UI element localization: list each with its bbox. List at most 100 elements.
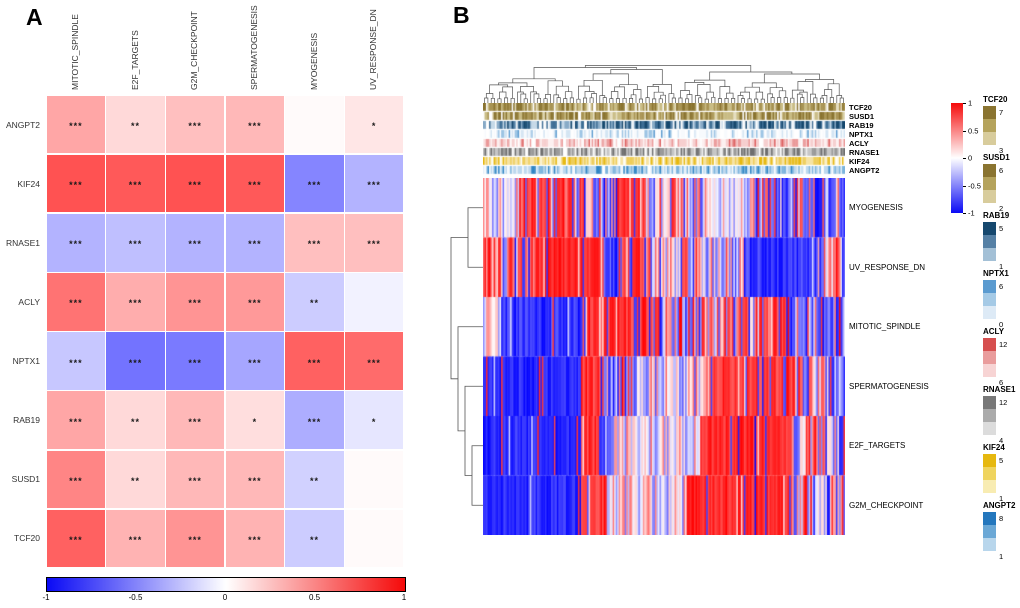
significance-stars: *** xyxy=(69,239,83,250)
panel-a-row-label-ANGPT2: ANGPT2 xyxy=(5,119,40,130)
corr-cell-NPTX1-UV_RESPONSE_DN: *** xyxy=(345,332,404,390)
significance-stars: *** xyxy=(248,239,262,250)
legend-block-ACLY-1 xyxy=(983,351,996,364)
corr-cell-ANGPT2-E2F_TARGETS: ** xyxy=(106,95,165,154)
legend-min-label-RNASE1: 4 xyxy=(999,436,1004,445)
significance-stars: * xyxy=(371,121,377,132)
legend-max-label-NPTX1: 6 xyxy=(999,282,1004,291)
corr-cell-TCF20-E2F_TARGETS: *** xyxy=(106,509,165,568)
legend-block-KIF24-1 xyxy=(983,467,996,480)
main-colorbar-tick--1: -1 xyxy=(968,208,975,218)
legend-block-RNASE1-0 xyxy=(983,396,996,409)
annotation-track-label-ACLY: ACLY xyxy=(849,139,869,148)
corr-cell-RNASE1-MITOTIC_SPINDLE: *** xyxy=(46,214,105,272)
legend-title-ACLY: ACLY xyxy=(983,327,1005,336)
panel-b-main-colorbar xyxy=(951,103,963,213)
expression-heatmap-canvas xyxy=(483,178,845,535)
legend-block-NPTX1-1 xyxy=(983,293,996,306)
corr-cell-NPTX1-G2M_CHECKPOINT: *** xyxy=(166,332,225,390)
panel-a-row-label-KIF24: KIF24 xyxy=(17,178,40,189)
main-colorbar-tickmark--0.5 xyxy=(963,185,966,187)
panel-a-row-label-ACLY: ACLY xyxy=(18,296,40,307)
significance-stars: *** xyxy=(69,357,83,368)
significance-stars: *** xyxy=(188,357,202,368)
significance-stars: *** xyxy=(188,534,202,545)
panel-a-col-label-MYOGENESIS: MYOGENESIS xyxy=(308,32,319,90)
significance-stars: ** xyxy=(130,475,140,486)
significance-stars: ** xyxy=(309,475,319,486)
legend-block-RAB19-0 xyxy=(983,222,996,235)
legend-title-RNASE1: RNASE1 xyxy=(983,385,1016,394)
significance-stars: *** xyxy=(188,475,202,486)
main-colorbar-tick-0: 0 xyxy=(968,153,973,163)
significance-stars: *** xyxy=(248,475,262,486)
significance-stars: *** xyxy=(188,180,202,191)
legend-block-RAB19-1 xyxy=(983,235,996,248)
main-colorbar-tickmark-1 xyxy=(963,103,966,104)
corr-cell-RNASE1-G2M_CHECKPOINT: *** xyxy=(166,214,225,272)
panel-a-colorbar-tick-1: 1 xyxy=(401,593,407,602)
row-dendrogram xyxy=(450,207,483,506)
significance-stars: *** xyxy=(128,357,143,368)
annotation-track-label-NPTX1: NPTX1 xyxy=(849,130,874,139)
heatmap-row-label-E2F_TARGETS: E2F_TARGETS xyxy=(849,441,906,451)
significance-stars: *** xyxy=(248,298,262,309)
corr-cell-SUSD1-E2F_TARGETS: ** xyxy=(106,450,165,509)
corr-cell-RNASE1-UV_RESPONSE_DN: *** xyxy=(345,214,404,272)
corr-cell-NPTX1-MYOGENESIS: *** xyxy=(285,332,344,390)
corr-cell-KIF24-E2F_TARGETS: *** xyxy=(106,154,165,213)
legend-block-ANGPT2-1 xyxy=(983,525,996,538)
significance-stars: ** xyxy=(309,298,319,309)
corr-cell-SUSD1-MYOGENESIS: ** xyxy=(285,450,344,509)
corr-cell-RAB19-G2M_CHECKPOINT: *** xyxy=(166,391,225,449)
legend-block-NPTX1-0 xyxy=(983,280,996,293)
legend-min-label-NPTX1: 0 xyxy=(999,320,1004,329)
significance-stars: *** xyxy=(69,416,83,427)
corr-cell-ACLY-MYOGENESIS: ** xyxy=(285,273,344,331)
corr-cell-RNASE1-MYOGENESIS: *** xyxy=(285,214,344,272)
panel-a-col-label-E2F_TARGETS: E2F_TARGETS xyxy=(129,30,140,90)
corr-cell-NPTX1-E2F_TARGETS: *** xyxy=(106,332,165,390)
significance-stars: *** xyxy=(248,121,262,132)
significance-stars: *** xyxy=(69,534,83,545)
legend-min-label-TCF20: 3 xyxy=(999,146,1004,155)
legend-block-ANGPT2-0 xyxy=(983,512,996,525)
corr-cell-TCF20-MITOTIC_SPINDLE: *** xyxy=(46,509,105,568)
main-colorbar-tick--0.5: -0.5 xyxy=(968,181,981,190)
panel-a-label: A xyxy=(26,4,43,30)
corr-cell-SUSD1-G2M_CHECKPOINT: *** xyxy=(166,450,225,509)
significance-stars: *** xyxy=(307,180,322,191)
significance-stars: *** xyxy=(69,180,83,191)
corr-cell-ANGPT2-G2M_CHECKPOINT: *** xyxy=(166,95,225,154)
legend-block-SUSD1-1 xyxy=(983,177,996,190)
panel-a-row-label-RAB19: RAB19 xyxy=(13,415,40,426)
main-colorbar-tick-0.5: 0.5 xyxy=(968,126,979,135)
corr-cell-KIF24-MITOTIC_SPINDLE: *** xyxy=(46,154,105,213)
corr-cell-ANGPT2-SPERMATOGENESIS: *** xyxy=(225,95,284,154)
heatmap-row-label-G2M_CHECKPOINT: G2M_CHECKPOINT xyxy=(849,500,924,510)
corr-cell-ACLY-E2F_TARGETS: *** xyxy=(106,273,165,331)
significance-stars: ** xyxy=(309,534,319,545)
annotation-track-label-RAB19: RAB19 xyxy=(849,121,874,130)
corr-cell-SUSD1-UV_RESPONSE_DN xyxy=(345,450,404,509)
corr-cell-TCF20-MYOGENESIS: ** xyxy=(285,509,344,568)
corr-cell-RAB19-SPERMATOGENESIS: * xyxy=(225,391,284,449)
main-colorbar-tick-1: 1 xyxy=(968,98,973,108)
corr-cell-ACLY-SPERMATOGENESIS: *** xyxy=(225,273,284,331)
panel-a-row-label-SUSD1: SUSD1 xyxy=(11,474,40,485)
panel-a-colorbar-tick--0.5: -0.5 xyxy=(128,593,143,602)
main-colorbar-tickmark--1 xyxy=(963,213,966,214)
legend-block-TCF20-2 xyxy=(983,132,996,145)
corr-cell-RAB19-UV_RESPONSE_DN: * xyxy=(345,391,404,449)
legend-block-ACLY-0 xyxy=(983,338,996,351)
legend-block-TCF20-1 xyxy=(983,119,996,132)
